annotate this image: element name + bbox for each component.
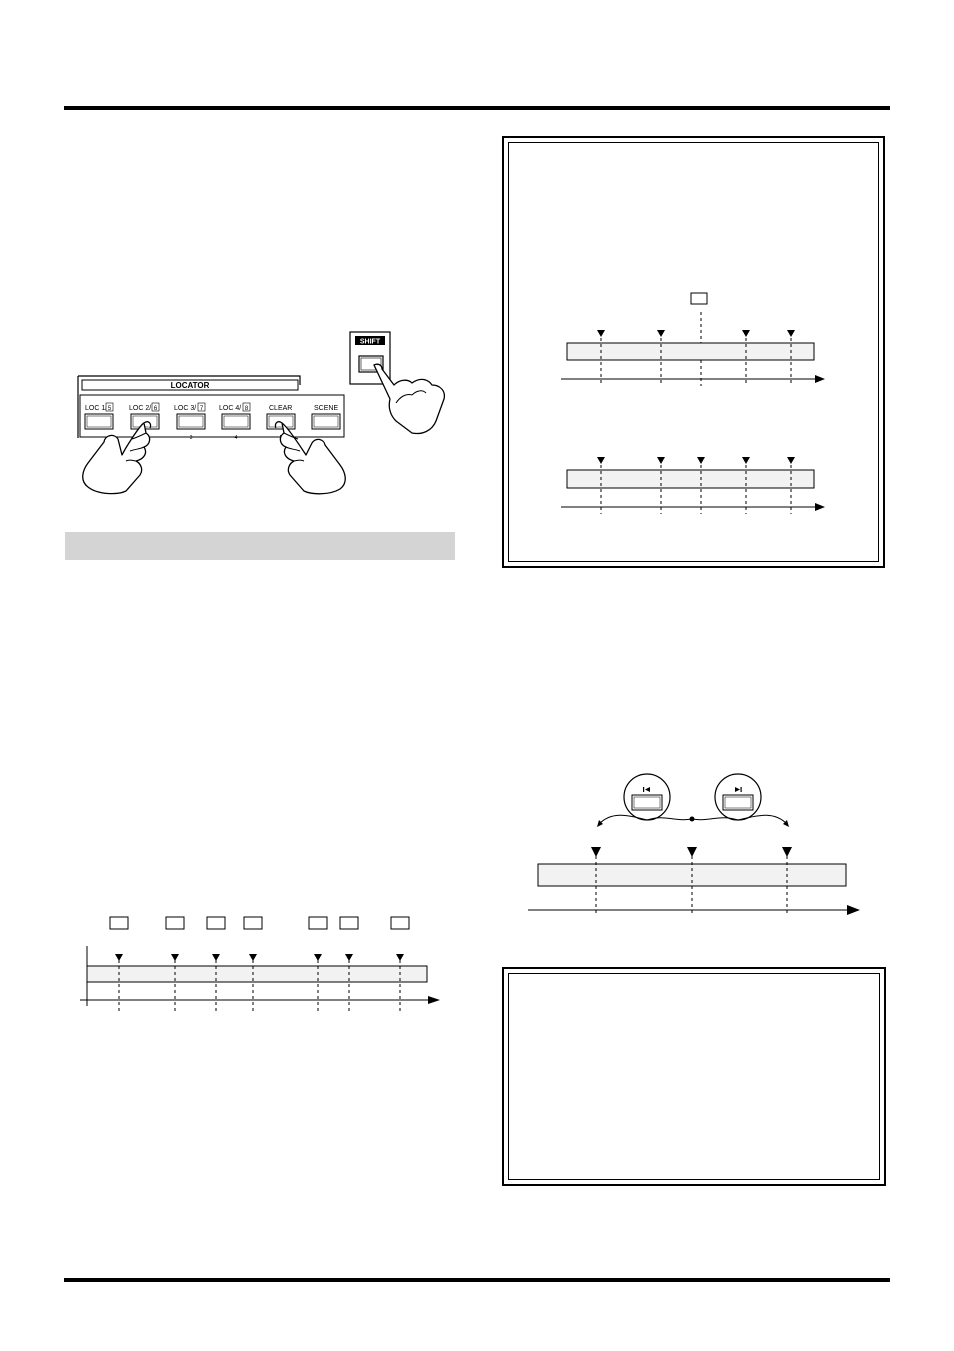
locator-panel-illustration: SHIFT LOCATOR LOC 1/ 5 LOC 2/ 6 2 LOC 3/…: [77, 331, 446, 495]
scene-button[interactable]: SCENE: [311, 405, 341, 430]
triangle-down-icon: [782, 847, 792, 857]
marker-timeline-left: [80, 916, 440, 1012]
svg-text:4: 4: [235, 435, 238, 441]
marker-button-5: [308, 916, 328, 930]
loc-2-label: LOC 2/: [129, 405, 151, 412]
track-bar-before: [566, 342, 815, 361]
shift-label-bg: [355, 336, 385, 345]
triangle-down-icon: [787, 330, 795, 337]
insert-marker-diagram: [561, 292, 825, 514]
triangle-down-icon: [345, 954, 353, 961]
footer-rule: [64, 1278, 890, 1282]
section-heading-bar: [65, 532, 455, 560]
svg-text:3: 3: [190, 435, 193, 441]
song-track-bar: [86, 965, 428, 983]
marker-button-1: [109, 916, 129, 930]
clear-button[interactable]: CLEAR 5: [266, 405, 296, 441]
marker-navigation-diagram: [528, 773, 860, 916]
insert-button-icon: [690, 292, 708, 305]
next-marker-button[interactable]: [714, 773, 762, 821]
note-box: [502, 967, 886, 1186]
triangle-down-icon: [115, 954, 123, 961]
prev-marker-button[interactable]: [623, 773, 671, 821]
insert-marker-box: [502, 136, 885, 568]
hand-icon-right: [274, 421, 346, 495]
loc-4-label: LOC 4/: [219, 405, 241, 412]
triangle-down-icon: [687, 847, 697, 857]
marker-button-3: [206, 916, 226, 930]
loc-4-button[interactable]: LOC 4/ 8 4: [219, 402, 251, 441]
triangle-down-icon: [657, 457, 665, 464]
track-bar-after: [566, 469, 815, 489]
hand-icon-left: [82, 421, 152, 495]
triangle-down-icon: [212, 954, 220, 961]
triangle-down-icon: [657, 330, 665, 337]
triangle-down-icon: [591, 847, 601, 857]
svg-text:8: 8: [245, 406, 249, 412]
svg-text:5: 5: [108, 406, 112, 412]
marker-button-6: [339, 916, 359, 930]
triangle-down-icon: [249, 954, 257, 961]
marker-button-row: [109, 916, 410, 930]
clear-label: CLEAR: [269, 405, 292, 412]
triangle-down-icon: [742, 330, 750, 337]
svg-text:7: 7: [200, 406, 204, 412]
loc-1-label: LOC 1/: [85, 405, 107, 412]
marker-button-7: [390, 916, 410, 930]
marker-button-4: [243, 916, 263, 930]
triangle-down-icon: [597, 330, 605, 337]
triangle-down-icon: [171, 954, 179, 961]
svg-text:6: 6: [154, 406, 158, 412]
skip-back-icon: [643, 787, 650, 792]
locator-title: LOCATOR: [171, 381, 210, 390]
hand-icon-shift: [373, 363, 446, 435]
skip-forward-icon: [735, 787, 742, 792]
triangle-down-icon: [697, 457, 705, 464]
marker-button-2: [165, 916, 185, 930]
triangle-down-icon: [597, 457, 605, 464]
locator-title-bar: [81, 379, 299, 391]
loc-2-button[interactable]: LOC 2/ 6 2: [129, 402, 160, 441]
scene-label: SCENE: [314, 405, 338, 412]
loc-3-label: LOC 3/: [174, 405, 196, 412]
shift-label: SHIFT: [360, 339, 381, 346]
loc-3-button[interactable]: LOC 3/ 7 3: [174, 402, 206, 441]
triangle-down-icon-group: [115, 954, 404, 961]
header-rule: [64, 106, 890, 110]
loc-1-button[interactable]: LOC 1/ 5: [84, 402, 114, 430]
triangle-down-icon: [314, 954, 322, 961]
triangle-down-icon: [787, 457, 795, 464]
triangle-down-icon: [742, 457, 750, 464]
triangle-down-icon: [396, 954, 404, 961]
